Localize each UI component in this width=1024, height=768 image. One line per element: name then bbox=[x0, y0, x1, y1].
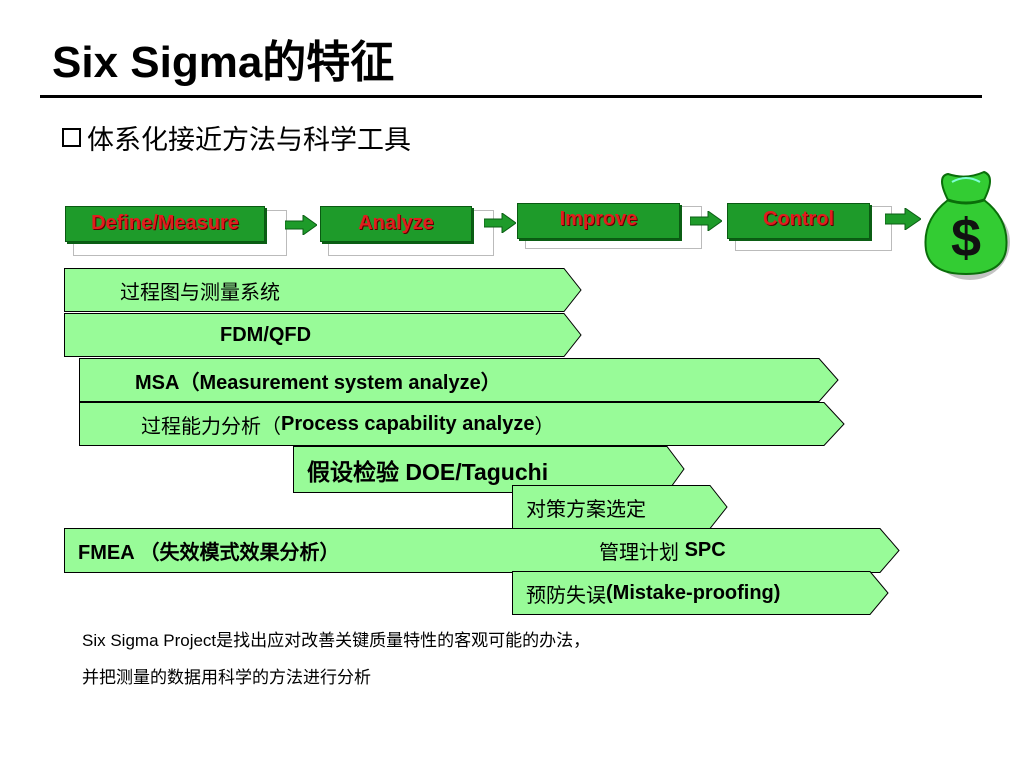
money-symbol: $ bbox=[951, 208, 981, 268]
arrow-right-icon bbox=[885, 208, 921, 230]
bar-process-capability: 过程能力分析（Process capability analyze） bbox=[79, 402, 845, 446]
bar-countermeasure: 对策方案选定 bbox=[512, 485, 728, 529]
step-label: Define/Measure bbox=[65, 206, 265, 242]
step-analyze: Analyze bbox=[320, 206, 494, 256]
bar-label: 过程图与测量系统 bbox=[120, 281, 280, 304]
bar-label-control-plan: 管理计划 SPC bbox=[599, 539, 726, 564]
step-control: Control bbox=[727, 203, 892, 251]
bar-fmea: FMEA （失效模式效果分析） 管理计划 SPC bbox=[64, 528, 900, 573]
bar-fdm-qfd: FDM/QFD bbox=[64, 313, 582, 357]
step-label: Control bbox=[727, 203, 870, 239]
title-underline bbox=[40, 95, 982, 98]
page-title: Six Sigma的特征 bbox=[52, 38, 395, 87]
bar-label: 预防失误(Mistake-proofing) bbox=[526, 581, 781, 607]
step-improve: Improve bbox=[517, 203, 702, 249]
footnote-line-1: Six Sigma Project是找出应对改善关键质量特性的客观可能的办法， bbox=[82, 631, 591, 650]
bar-process-map: 过程图与测量系统 bbox=[64, 268, 582, 312]
arrow-right-icon bbox=[690, 211, 722, 231]
bar-label: 假设检验 DOE/Taguchi bbox=[307, 458, 549, 485]
step-label: Improve bbox=[517, 203, 680, 239]
bar-label: 对策方案选定 bbox=[526, 498, 646, 521]
arrow-right-icon bbox=[285, 215, 317, 235]
bar-label: MSA（Measurement system analyze） bbox=[135, 371, 501, 394]
bar-label: 过程能力分析（Process capability analyze） bbox=[141, 412, 555, 438]
bar-label: FMEA （失效模式效果分析） bbox=[78, 542, 340, 564]
footnote-line-2: 并把测量的数据用科学的方法进行分析 bbox=[82, 668, 371, 687]
step-label: Analyze bbox=[320, 206, 472, 242]
bar-label: FDM/QFD bbox=[220, 323, 312, 346]
arrow-right-icon bbox=[484, 213, 516, 233]
bullet-line: 体系化接近方法与科学工具 bbox=[62, 118, 411, 157]
bar-hypothesis-doe: 假设检验 DOE/Taguchi bbox=[293, 446, 685, 493]
bullet-text: 体系化接近方法与科学工具 bbox=[87, 125, 411, 155]
checkbox-bullet-icon bbox=[62, 128, 81, 147]
bar-msa: MSA（Measurement system analyze） bbox=[79, 358, 839, 402]
step-define-measure: Define/Measure bbox=[65, 206, 287, 256]
bar-mistake-proofing: 预防失误(Mistake-proofing) bbox=[512, 571, 889, 615]
money-bag-icon: $ bbox=[924, 170, 1010, 280]
